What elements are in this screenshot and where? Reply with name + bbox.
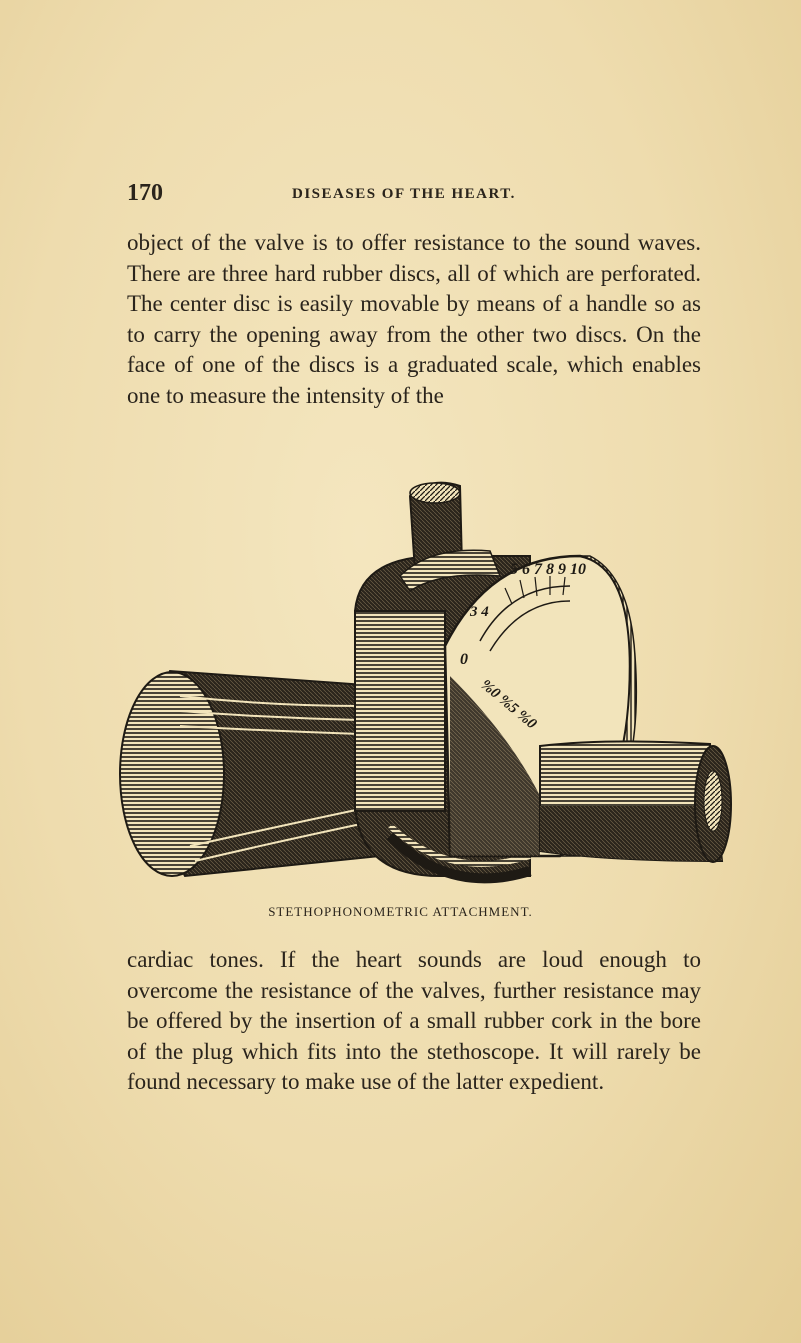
stethophonometer-illustration: 5 6 7 8 9 10 3 4 0 %0 %5 %0 bbox=[110, 476, 735, 894]
left-cone bbox=[119, 669, 381, 878]
running-head: 170 DISEASES OF THE HEART. bbox=[127, 180, 707, 208]
engraving-svg: 5 6 7 8 9 10 3 4 0 %0 %5 %0 bbox=[119, 481, 732, 884]
scale-top-label: 5 6 7 8 9 10 bbox=[510, 561, 586, 578]
paragraph-upper: object of the valve is to offer resistan… bbox=[127, 230, 701, 408]
valve-handle bbox=[399, 481, 502, 593]
paragraph-lower: cardiac tones. If the heart sounds are l… bbox=[127, 947, 701, 1095]
right-plug bbox=[539, 740, 732, 863]
scale-center-label: 0 bbox=[460, 651, 468, 668]
page-number: 170 bbox=[127, 180, 163, 206]
scale-left-label: 3 4 bbox=[469, 604, 489, 620]
running-title: DISEASES OF THE HEART. bbox=[292, 186, 516, 202]
figure-caption: STETHOPHONOMETRIC ATTACHMENT. bbox=[268, 904, 533, 919]
